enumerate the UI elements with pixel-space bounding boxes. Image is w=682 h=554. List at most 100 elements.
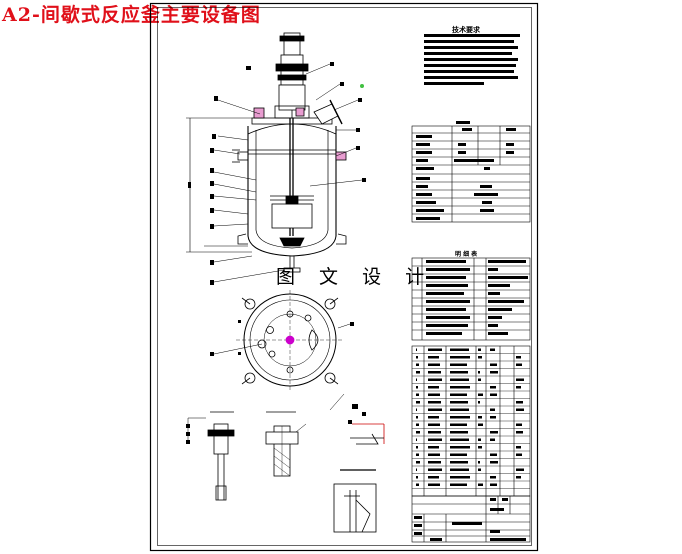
nozzle-table-cell bbox=[516, 356, 521, 359]
tech-req-title: 技术要求 bbox=[452, 25, 481, 34]
nozzle-table-cell bbox=[478, 393, 483, 396]
technical-requirements: 技术要求 bbox=[424, 25, 520, 85]
nozzle-table-cell bbox=[450, 446, 470, 449]
nozzle-table-cell bbox=[516, 431, 523, 434]
nozzle-table-cell bbox=[490, 483, 497, 486]
nozzle-table-cell bbox=[490, 431, 498, 434]
nozzle-table-cell bbox=[428, 446, 439, 449]
nozzle-table-cell bbox=[428, 386, 439, 389]
nozzle-table-cell bbox=[428, 393, 440, 396]
reactor-plan-view bbox=[210, 290, 358, 411]
nozzle-table-cell bbox=[450, 468, 469, 471]
nozzle-table-cell bbox=[416, 446, 418, 449]
nozzle-table-cell bbox=[416, 431, 420, 434]
nozzle-table-cell bbox=[478, 356, 482, 359]
nozzle-table-cell bbox=[450, 461, 468, 464]
nozzle-table-cell bbox=[416, 461, 420, 464]
nozzle-table-cell bbox=[450, 483, 467, 486]
detail-view-c bbox=[348, 412, 385, 445]
nozzle-table-cell bbox=[416, 468, 417, 471]
nozzle-table-cell bbox=[416, 416, 418, 419]
nozzle-table-cell bbox=[516, 423, 522, 426]
drawing-border bbox=[149, 2, 539, 552]
nozzle-table-cell bbox=[416, 356, 418, 359]
nozzle-table-cell bbox=[478, 468, 481, 471]
nozzle-table-cell bbox=[450, 371, 468, 374]
nozzle-table-cell bbox=[450, 453, 467, 456]
nozzle-table-cell bbox=[428, 408, 442, 411]
nozzle-table-cell bbox=[428, 363, 440, 366]
nozzle-table-cell bbox=[450, 423, 467, 426]
nozzle-table-cell bbox=[416, 453, 419, 456]
nozzle-table-cell bbox=[516, 363, 522, 366]
nozzle-table-cell bbox=[416, 363, 419, 366]
nozzle-table-cell bbox=[428, 416, 439, 419]
nozzle-table-cell bbox=[490, 438, 495, 441]
drawing-inner-frame bbox=[157, 7, 532, 546]
detail-view-b bbox=[265, 411, 307, 477]
nozzle-table-cell bbox=[490, 408, 495, 411]
nozzle-table-cell bbox=[416, 483, 419, 486]
nozzle-table-cell bbox=[478, 446, 482, 449]
nozzle-table-cell bbox=[490, 348, 495, 351]
nozzle-table-cell bbox=[478, 461, 480, 464]
parts-list-table: 明 细 表 bbox=[411, 250, 531, 341]
detail-view-a bbox=[186, 411, 235, 501]
nozzle-table-cell bbox=[516, 386, 521, 389]
nozzle-table-cell bbox=[450, 356, 470, 359]
nozzle-table-cell bbox=[516, 468, 524, 471]
nozzle-table-cell bbox=[428, 438, 442, 441]
nozzle-table-cell bbox=[450, 408, 469, 411]
nozzle-table-cell bbox=[478, 438, 481, 441]
nozzle-table-cell bbox=[450, 386, 470, 389]
nozzle-table-cell bbox=[490, 393, 497, 396]
nozzle-table-cell bbox=[478, 483, 483, 486]
nozzle-table-cell bbox=[428, 461, 441, 464]
parts-list-title: 明 细 表 bbox=[455, 250, 478, 258]
nozzle-table-cell bbox=[478, 378, 481, 381]
nozzle-table-rows bbox=[412, 348, 530, 489]
nozzle-table-cell bbox=[416, 371, 420, 374]
nozzle-table-cell bbox=[416, 386, 418, 389]
nozzle-table-cell bbox=[450, 431, 468, 434]
nozzle-table-cell bbox=[516, 401, 523, 404]
nozzle-table-cell bbox=[490, 363, 497, 366]
nozzle-table-cell bbox=[516, 453, 522, 456]
nozzle-table-cell bbox=[450, 401, 468, 404]
nozzle-table-cell bbox=[428, 483, 440, 486]
nozzle-table-cell bbox=[450, 476, 470, 479]
nozzle-table-cell bbox=[450, 393, 467, 396]
nozzle-table-cell bbox=[490, 461, 498, 464]
nozzle-table-cell bbox=[428, 468, 442, 471]
nozzle-table-cell bbox=[416, 423, 419, 426]
nozzle-table-cell bbox=[450, 348, 469, 351]
nozzle-table-cell bbox=[478, 423, 483, 426]
nozzle-table-cell bbox=[490, 416, 496, 419]
nozzle-table-cell bbox=[478, 401, 480, 404]
technical-characteristic-table bbox=[411, 121, 531, 223]
nozzle-table-cell bbox=[516, 408, 524, 411]
nozzle-table-cell bbox=[450, 438, 469, 441]
nozzle-table-cell bbox=[428, 431, 441, 434]
nozzle-table-cell bbox=[428, 423, 440, 426]
nozzle-table-cell bbox=[516, 378, 524, 381]
nozzle-table-cell bbox=[450, 363, 467, 366]
nozzle-table-cell bbox=[478, 416, 482, 419]
nozzle-table-cell bbox=[428, 401, 441, 404]
nozzle-table-cell bbox=[416, 393, 419, 396]
page-title: A2-间歇式反应釜主要设备图 bbox=[2, 4, 261, 26]
nozzle-table-cell bbox=[416, 378, 417, 381]
nozzle-table-cell bbox=[450, 416, 470, 419]
nozzle-table-cell bbox=[478, 348, 481, 351]
nozzle-table-cell bbox=[490, 371, 498, 374]
nozzle-table-cell bbox=[428, 476, 439, 479]
nozzle-table-cell bbox=[428, 371, 441, 374]
reactor-elevation-view bbox=[186, 32, 366, 285]
nozzle-table-cell bbox=[428, 453, 440, 456]
nozzle-table-cell bbox=[416, 348, 417, 351]
nozzle-table-cell bbox=[516, 476, 521, 479]
nozzle-table-cell bbox=[416, 476, 418, 479]
nozzle-table-cell bbox=[416, 401, 420, 404]
nozzle-table-cell bbox=[428, 378, 442, 381]
